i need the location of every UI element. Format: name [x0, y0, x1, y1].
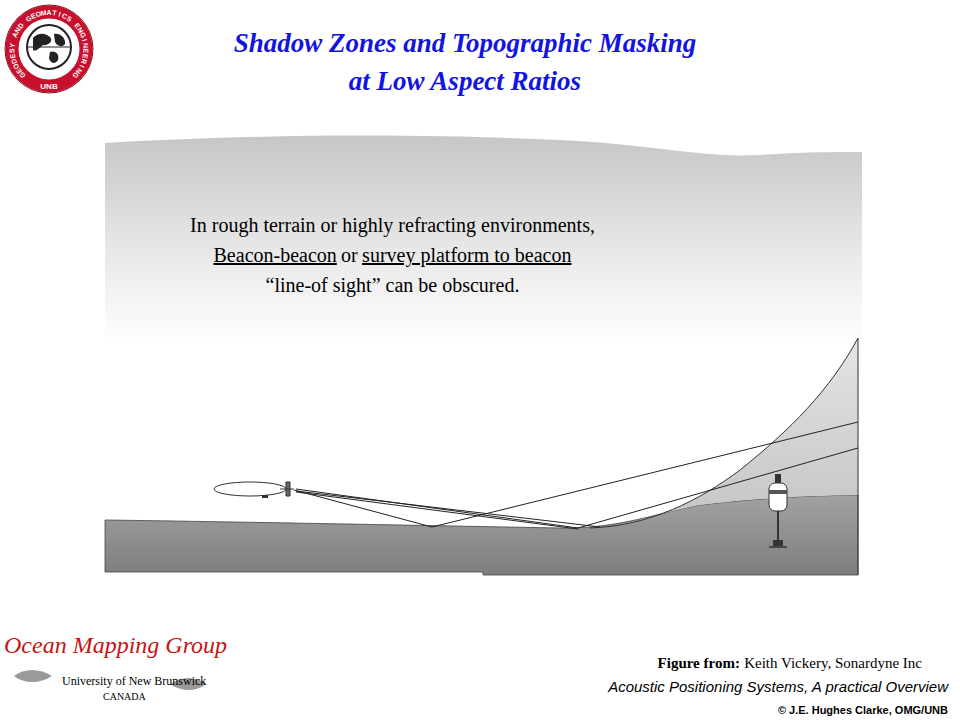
- text-line: Beacon-beaconorsurvey platform to beacon: [110, 243, 675, 268]
- logo-arc-text: GEODESY AND GEOMATICS ENGINEERING: [6, 6, 92, 92]
- reference-title: Acoustic Positioning Systems, A practica…: [608, 678, 948, 695]
- acoustic-ray: [296, 492, 578, 529]
- omg-icons: [14, 670, 206, 690]
- shadow-zone: [590, 338, 858, 528]
- logo-letter: Y: [8, 41, 17, 50]
- beacon-base: [769, 546, 787, 548]
- section-edge: [858, 338, 859, 575]
- acoustic-ray: [296, 491, 600, 527]
- beacon-band: [769, 490, 787, 494]
- text-line: GEODESY AND GEOMATICS ENGINEERINGUNB: [6, 6, 92, 92]
- fish-icon: [14, 670, 52, 682]
- logo-rim: [5, 5, 93, 93]
- body-text: Beacon-beacon: [214, 243, 337, 268]
- acoustic-ray: [294, 422, 858, 527]
- body-text: “line-of sight” can be obscured.: [266, 274, 520, 296]
- shadow-boundary: [590, 338, 858, 528]
- acoustic-rays: [294, 422, 858, 529]
- logo-globe: [27, 25, 71, 69]
- logo-meridian: [27, 47, 71, 48]
- text-line: University of New Brunswick: [62, 671, 206, 689]
- towed-vehicle: [214, 482, 294, 498]
- vehicle-body: [214, 482, 286, 496]
- beacon-transducer: [775, 474, 781, 483]
- body-text: survey platform to beacon: [362, 243, 571, 268]
- body-text: In rough terrain or highly refracting en…: [190, 214, 595, 236]
- credit-author: Keith Vickery, Sonardyne Inc: [744, 654, 922, 673]
- sea-surface: [105, 136, 862, 346]
- text-line: “line-of sight” can be obscured.: [110, 273, 675, 298]
- body-text: or: [341, 243, 358, 268]
- logo-land: [33, 34, 65, 63]
- seabed: [105, 495, 858, 575]
- unb-logo: [5, 5, 93, 93]
- text-line: © J.E. Hughes Clarke, OMG/UNB: [778, 700, 948, 718]
- logo-letter: T: [50, 8, 59, 17]
- vehicle-transducer: [262, 495, 268, 498]
- beacon-stem: [777, 511, 779, 541]
- copyright: © J.E. Hughes Clarke, OMG/UNB: [778, 704, 948, 716]
- text-line: Ocean Mapping Group: [4, 630, 227, 660]
- vehicle-fin: [280, 482, 294, 496]
- beacon-anchor: [773, 540, 783, 546]
- seabed-beacon: [769, 474, 787, 547]
- text-line: Acoustic Positioning Systems, A practica…: [608, 677, 948, 696]
- country-name: CANADA: [103, 691, 146, 702]
- university-name: University of New Brunswick: [62, 674, 206, 688]
- slide-title: Shadow Zones and Topographic Masking at …: [225, 24, 705, 100]
- beacon-body: [769, 483, 787, 511]
- text-line: CANADA: [103, 686, 146, 704]
- credit-label: Figure from:: [658, 654, 740, 673]
- group-name: Ocean Mapping Group: [4, 632, 227, 658]
- acoustic-ray: [296, 448, 858, 528]
- logo-initials: UNB: [6, 82, 92, 92]
- text-line: In rough terrain or highly refracting en…: [110, 213, 675, 238]
- text-line: Figure from:Keith Vickery, Sonardyne Inc: [658, 654, 922, 673]
- logo-ring: [12, 12, 86, 86]
